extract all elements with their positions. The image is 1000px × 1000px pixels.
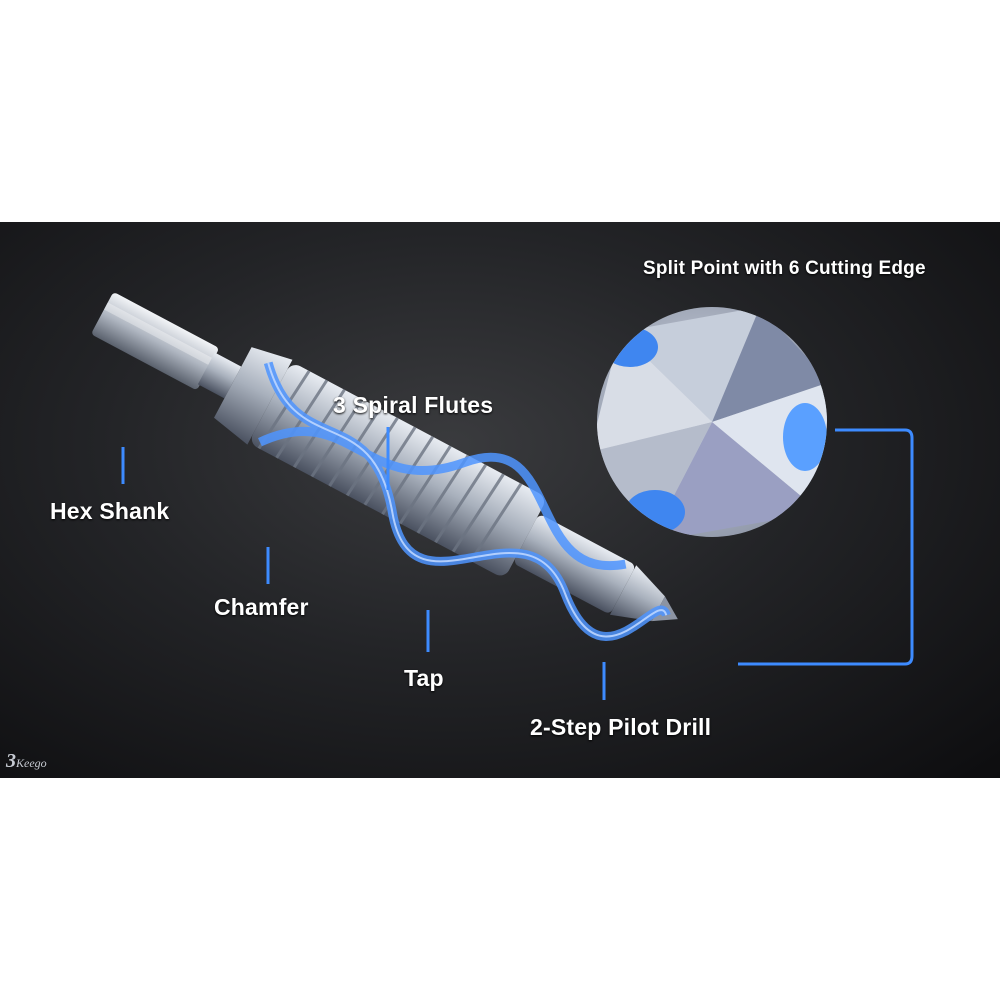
- drill-bit-illustration: [92, 293, 914, 700]
- drill-bit: [92, 293, 678, 641]
- brand-logo-word: Keego: [16, 756, 47, 770]
- callout-bracket: [738, 428, 914, 666]
- product-image-panel: Split Point with 6 Cutting Edge 3 Spiral…: [0, 222, 1000, 778]
- split-point-label: Split Point with 6 Cutting Edge: [643, 258, 926, 279]
- spiral-flutes-label: 3 Spiral Flutes: [333, 392, 494, 418]
- brand-logo-digit: 3: [6, 750, 16, 772]
- tap-label: Tap: [404, 665, 444, 691]
- pilot-drill-label: 2-Step Pilot Drill: [530, 714, 712, 740]
- brand-logo: 3Keego: [6, 750, 47, 773]
- hex-shank-shape: [92, 293, 218, 390]
- hex-shank-label: Hex Shank: [50, 498, 170, 524]
- chamfer-label: Chamfer: [214, 594, 309, 620]
- split-point-closeup: [597, 307, 827, 537]
- leader-lines: [121, 427, 606, 700]
- pilot-drill-shape: [514, 515, 635, 613]
